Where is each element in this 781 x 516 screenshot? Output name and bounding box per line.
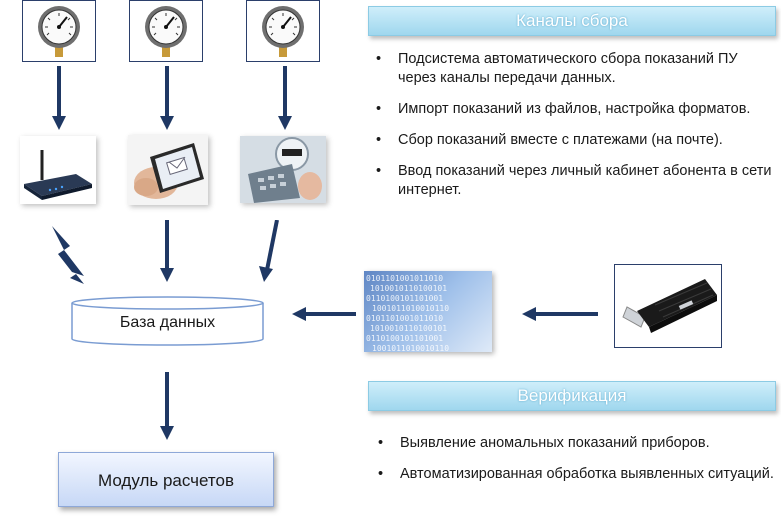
svg-text:0110100101101001: 0110100101101001 (366, 294, 443, 303)
list-item: •Выявление аномальных показаний приборов… (378, 435, 710, 451)
bullet-symbol: • (378, 435, 384, 451)
usb-flash-drive-icon (622, 279, 717, 333)
bullet-symbol: • (376, 101, 382, 117)
pressure-gauge-icon (262, 6, 304, 57)
router-icon (24, 150, 92, 200)
lightning-bolt (50, 226, 86, 289)
arrow-db-to-module (160, 372, 174, 440)
smartphone-icon (134, 143, 204, 199)
pressure-gauge-3 (246, 0, 320, 62)
arrow-usb-to-data (522, 307, 598, 321)
arrow-down-1 (52, 66, 66, 130)
bullet-symbol: • (376, 51, 382, 67)
svg-text:1010010110100101: 1010010110100101 (370, 284, 447, 293)
arrow-data-to-db (292, 307, 356, 321)
svg-text:1010010110100101: 1010010110100101 (370, 324, 447, 333)
list-item: •Автоматизированная обработка выявленных… (378, 466, 774, 482)
verification-header: Верификация (368, 381, 776, 411)
svg-text:1001011010010110: 1001011010010110 (372, 344, 449, 352)
svg-text:1001011010010110: 1001011010010110 (372, 304, 449, 313)
bullet-symbol: • (378, 466, 384, 482)
list-item: •Сбор показаний вместе с платежами (на п… (376, 132, 723, 148)
calculation-module-box: Модуль расчетов (58, 452, 274, 507)
arrow-down-2 (160, 66, 174, 130)
channels-header: Каналы сбора (368, 6, 776, 36)
arrow-phone-to-db (160, 220, 174, 282)
utility-meter-photo (240, 136, 326, 203)
database-label: База данных (119, 314, 216, 331)
binary-data-icon: 0101101001011010 1010010110100101 011010… (366, 274, 449, 352)
pressure-gauge-1 (22, 0, 96, 62)
bullet-symbol: • (376, 163, 382, 179)
list-item: •Ввод показаний через личный кабинет або… (376, 163, 772, 198)
pressure-gauge-2 (129, 0, 203, 62)
usb-drive-image (614, 264, 722, 348)
bullet-symbol: • (376, 132, 382, 148)
database-cylinder (71, 296, 264, 346)
utility-meter-icon (240, 136, 326, 203)
arrow-down-3 (278, 66, 292, 130)
router-photo (20, 136, 96, 204)
pressure-gauge-icon (38, 6, 80, 57)
arrow-meter-to-db (258, 220, 280, 282)
verification-list: •Выявление аномальных показаний приборов… (374, 434, 774, 496)
svg-text:0110100101101001: 0110100101101001 (366, 334, 443, 343)
svg-text:0101101001011010: 0101101001011010 (366, 314, 443, 323)
smartphone-photo (128, 135, 208, 205)
list-item: •Импорт показаний из файлов, настройка ф… (376, 101, 751, 117)
channels-list: •Подсистема автоматического сбора показа… (372, 50, 772, 212)
pressure-gauge-icon (145, 6, 187, 57)
lightning-icon (52, 226, 84, 284)
list-item: •Подсистема автоматического сбора показа… (376, 51, 738, 86)
svg-text:0101101001011010: 0101101001011010 (366, 274, 443, 283)
binary-data-image: 0101101001011010 1010010110100101 011010… (364, 271, 492, 352)
